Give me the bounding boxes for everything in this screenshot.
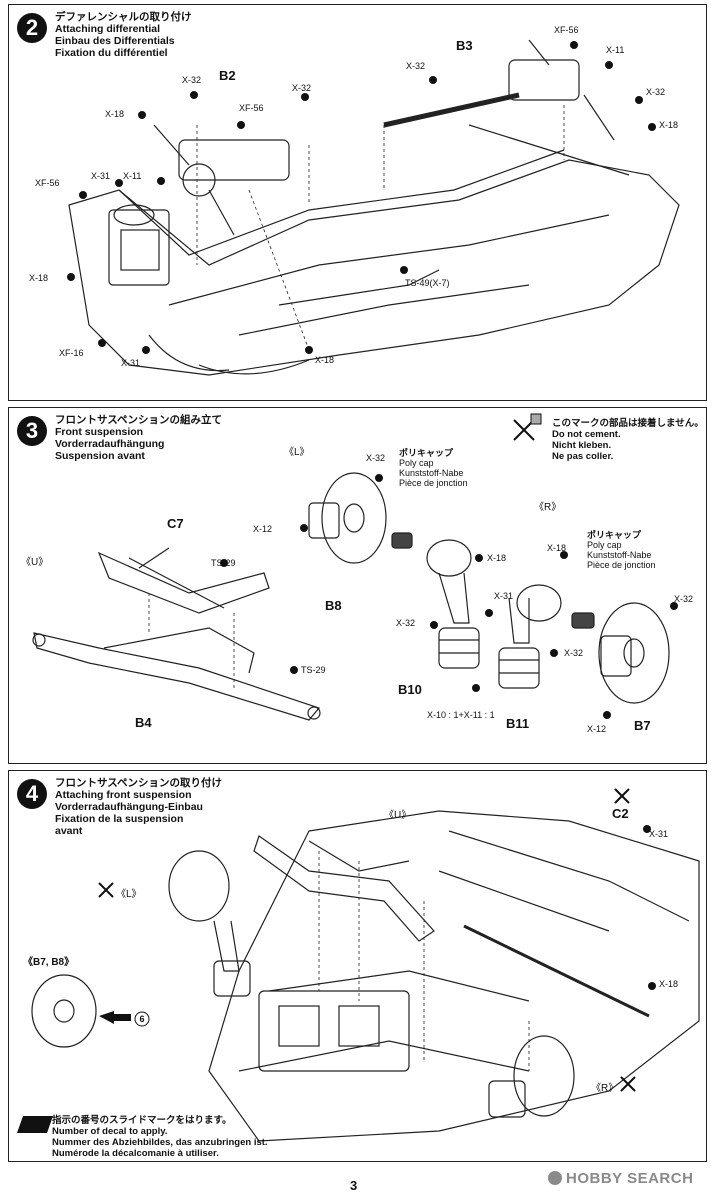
step-4-panel: 4 フロントサスペンションの取り付け Attaching front suspe… bbox=[8, 770, 707, 1162]
view-u: 《U》 bbox=[21, 557, 49, 568]
screw-label: XF-56 bbox=[239, 103, 264, 113]
view-l: 《L》 bbox=[116, 889, 142, 900]
screw-label: X-32 bbox=[674, 594, 694, 604]
screw-label: X-31 bbox=[121, 358, 141, 368]
screw-label: X-32 bbox=[292, 83, 312, 93]
screw-label: X-18 bbox=[315, 355, 335, 365]
step-number: 2 bbox=[17, 13, 47, 43]
screw-label: X-31 bbox=[649, 829, 669, 839]
chassis-differential-drawing bbox=[67, 39, 680, 376]
screw-label: X-32 bbox=[396, 618, 416, 628]
part-b10: B10 bbox=[398, 682, 422, 697]
front-suspension-drawing bbox=[32, 413, 678, 721]
step-title: デファレンシャルの取り付け Attaching differential Ein… bbox=[55, 11, 192, 59]
screw-label: X-12 bbox=[253, 524, 273, 534]
view-r: 《R》 bbox=[534, 502, 562, 513]
screw-label: XF-16 bbox=[59, 348, 84, 358]
screw-label: X-18 bbox=[659, 979, 679, 989]
part-b3: B3 bbox=[456, 38, 473, 53]
decal-number: 6 bbox=[139, 1014, 145, 1024]
screw-label: X-18 bbox=[105, 109, 125, 119]
part-b8: B8 bbox=[325, 598, 342, 613]
part-b4: B4 bbox=[135, 715, 152, 730]
watermark-logo-icon bbox=[548, 1171, 562, 1185]
paint-label: TS-29 bbox=[211, 558, 236, 568]
screw-combo-label: X-10 : 1+X-11 : 1 bbox=[427, 710, 495, 720]
front-suspension-install-drawing bbox=[17, 788, 700, 1142]
view-b7-b8: 《B7, B8》 bbox=[23, 957, 75, 968]
screw-label: X-31 bbox=[494, 591, 514, 601]
part-b11: B11 bbox=[506, 716, 530, 731]
screw-label: X-32 bbox=[646, 87, 666, 97]
part-b2: B2 bbox=[219, 68, 236, 83]
no-cement-icon bbox=[513, 413, 542, 441]
no-cement-note: このマークの部品は接着しません。 Do not cement. Nicht kl… bbox=[552, 418, 704, 462]
no-cement-icon bbox=[98, 788, 636, 1092]
step-title: フロントサスペンションの取り付け Attaching front suspens… bbox=[55, 777, 223, 837]
screw-label: X-31 bbox=[91, 171, 111, 181]
screw-label: X-32 bbox=[564, 648, 584, 658]
polycap-label-right: ポリキャップ Poly cap Kunststoff-Nabe Pièce de… bbox=[587, 530, 656, 570]
screw-label: X-11 bbox=[606, 45, 625, 55]
decal-arrow-icon bbox=[99, 1011, 131, 1024]
paint-label: TS-29 bbox=[301, 665, 326, 675]
watermark: HOBBY SEARCH bbox=[548, 1170, 693, 1187]
view-r: 《R》 bbox=[591, 1083, 619, 1094]
decal-note: 指示の番号のスライドマークをはります。 Number of decal to a… bbox=[52, 1115, 268, 1159]
step-3-panel: 3 フロントサスペンションの組み立て Front suspension Vord… bbox=[8, 407, 707, 764]
screw-label: XF-56 bbox=[35, 178, 60, 188]
slide-mark-icon bbox=[17, 1116, 53, 1133]
part-c7: C7 bbox=[167, 516, 184, 531]
screw-label: X-12 bbox=[587, 724, 607, 734]
part-b7: B7 bbox=[634, 718, 651, 733]
screw-label: X-18 bbox=[659, 120, 679, 130]
decal-number-circle bbox=[134, 1011, 150, 1027]
screw-label: XF-56 bbox=[554, 25, 579, 35]
screw-label: X-18 bbox=[29, 273, 49, 283]
view-l: 《L》 bbox=[284, 447, 310, 458]
screw-label: X-18 bbox=[487, 553, 507, 563]
paint-label: TS-49(X-7) bbox=[405, 278, 450, 288]
view-u: 《U》 bbox=[384, 810, 412, 821]
part-c2: C2 bbox=[612, 806, 629, 821]
screw-label: X-32 bbox=[406, 61, 426, 71]
step-number: 3 bbox=[17, 416, 47, 446]
screw-label: X-32 bbox=[182, 75, 202, 85]
screw-label: X-18 bbox=[547, 543, 567, 553]
step-number: 4 bbox=[17, 779, 47, 809]
step-title: フロントサスペンションの組み立て Front suspension Vorder… bbox=[55, 414, 223, 462]
step-2-panel: 2 デファレンシャルの取り付け Attaching differential E… bbox=[8, 4, 707, 401]
page-number: 3 bbox=[350, 1178, 358, 1193]
polycap-label-left: ポリキャップ Poly cap Kunststoff-Nabe Pièce de… bbox=[399, 448, 468, 488]
screw-label: X-11 bbox=[123, 171, 142, 181]
screw-label: X-32 bbox=[366, 453, 386, 463]
